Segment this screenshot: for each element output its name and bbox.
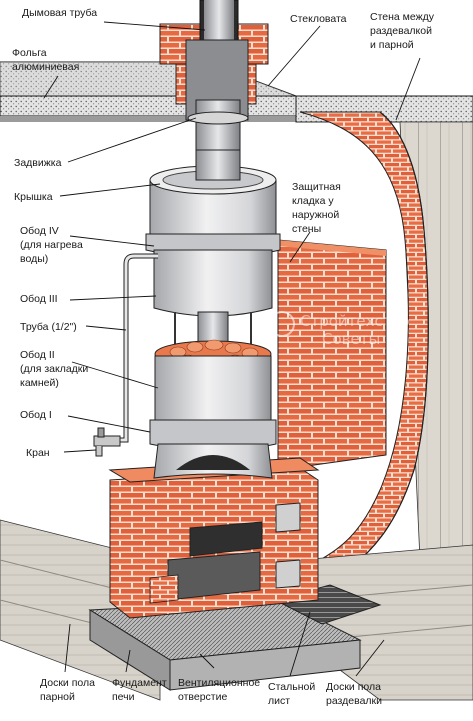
label-damper: Задвижка (14, 157, 62, 169)
label-rim2-1: Обод II (20, 349, 55, 361)
label-rim2-2: (для закладки (20, 363, 88, 375)
label-protective-masonry-2: кладка у (292, 195, 334, 207)
metal-stove (145, 149, 281, 479)
label-chimney: Дымовая труба (22, 7, 97, 19)
label-steel-sheet-2: лист (268, 695, 290, 707)
label-rim1: Обод I (20, 409, 52, 421)
protective-masonry (277, 239, 387, 471)
watermark-line-2: Советы (322, 330, 380, 348)
water-pipe-and-tap (93, 253, 158, 457)
label-foil-1: Фольга (12, 47, 47, 59)
label-partition-wall-1: Стена между (370, 11, 435, 23)
label-rim3: Обод III (20, 293, 58, 305)
label-protective-masonry-3: наружной (292, 209, 339, 221)
label-floor-steam-1: Доски пола (40, 677, 95, 689)
label-glass-wool: Стекловата (290, 13, 347, 25)
label-tap: Кран (26, 447, 50, 459)
labels: Дымовая труба Стекловата Стена между раз… (12, 7, 435, 707)
label-partition-wall-2: раздевалкой (370, 25, 432, 37)
chimney (159, 0, 269, 185)
label-foundation-2: печи (112, 691, 135, 703)
label-floor-dressing-1: Доски пола (326, 681, 381, 693)
label-floor-steam-2: парной (40, 691, 75, 703)
label-pipe: Труба (1/2") (20, 321, 77, 333)
watermark-line-1: Стройтехство (300, 312, 410, 330)
label-lid: Крышка (14, 191, 53, 203)
label-protective-masonry-4: стены (292, 223, 321, 235)
watermark: Стройтехство Советы (269, 311, 410, 348)
label-rim4-3: воды) (20, 253, 48, 265)
label-rim4-2: (для нагрева (20, 239, 83, 251)
leader-lines (43, 21, 421, 677)
label-foundation-1: Фундамент (112, 677, 167, 689)
label-protective-masonry-1: Защитная (292, 181, 341, 193)
label-floor-dressing-2: раздевалки (326, 695, 382, 707)
label-steel-sheet-1: Стальной (268, 681, 315, 693)
label-foil-2: алюминиевая (12, 61, 79, 73)
label-partition-wall-3: и парной (370, 39, 414, 51)
label-vent-1: Вентиляционное (178, 677, 260, 689)
label-vent-2: отверстие (178, 691, 227, 703)
brick-stove-base (108, 457, 320, 619)
label-rim4-1: Обод IV (20, 225, 59, 237)
label-rim2-3: камней) (20, 377, 59, 389)
